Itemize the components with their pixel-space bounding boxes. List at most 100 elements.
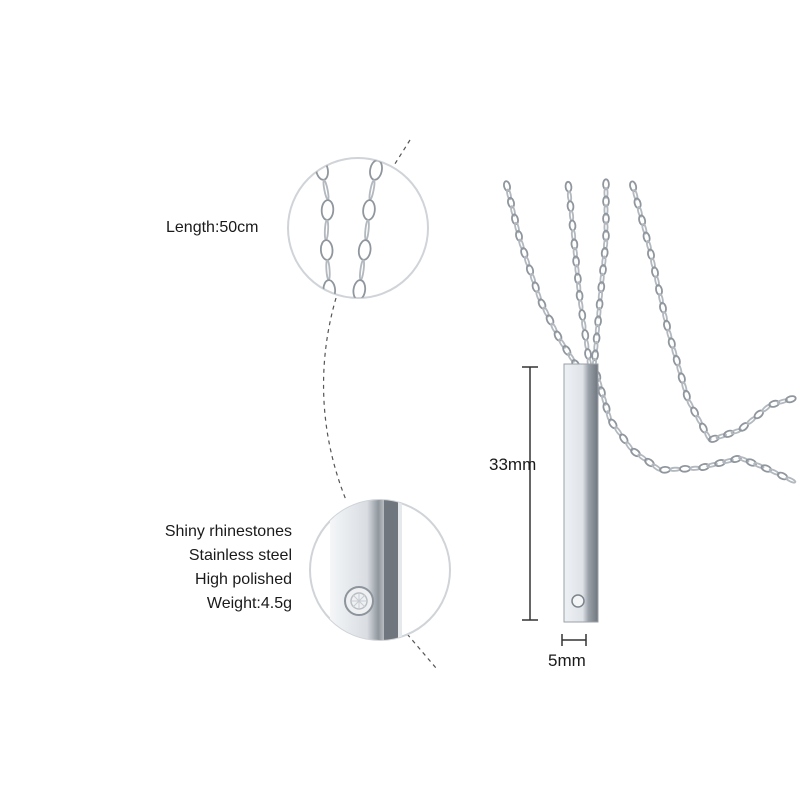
chain-link [525,264,535,276]
chain-link [576,281,582,293]
chain-link [671,346,678,358]
chain-link [603,204,609,216]
width-dimension-label: 5mm [548,651,586,670]
chain-link [645,240,652,252]
chain-link [602,195,610,208]
chain-link [566,200,575,213]
chain-link [514,221,520,234]
chain-link [574,264,580,276]
chain-link [597,289,603,302]
chain-link [599,272,605,285]
chain-link [642,231,651,244]
chain-link [531,281,540,293]
chain-link [602,212,610,225]
chain-link [520,247,529,259]
spec-material: Stainless steel [188,547,292,564]
chain-link [529,272,536,285]
chain-link [768,399,780,408]
chain-link [638,214,647,227]
chain-link [507,196,515,209]
chain-link [785,395,797,404]
chain-link [602,178,610,191]
chain-strand-4 [629,180,797,443]
chain-link [738,456,750,463]
chain-link [601,394,608,406]
chain-link [572,247,578,259]
spec-weight: Weight:4.5g [206,595,292,612]
chain-link [605,410,612,422]
chain-strand-2 [564,180,592,370]
chain-link [706,462,718,468]
chain-link [537,298,547,310]
chain-link [572,255,580,268]
chain-link [558,338,567,349]
chain-link [715,433,727,440]
length-label: Length:50cm [166,219,259,236]
chain-link [510,205,516,217]
height-dimension-label: 33mm [489,455,537,474]
chain-link [550,322,558,334]
chain-link [578,309,587,321]
chain-link [591,349,599,362]
chain-link [603,221,609,234]
chain-link [730,428,742,435]
chain-link [597,281,606,293]
chain-link [753,462,765,469]
width-dimension-line [561,634,587,646]
chain-link [518,238,525,250]
chain-link [600,247,609,259]
chain-link [776,398,789,405]
pendant-bar [563,363,599,623]
chain-strand-1 [503,180,581,370]
chain-link [745,458,757,467]
chain-link [567,352,576,363]
chain-link [714,459,726,467]
height-dimension-line [522,366,538,621]
chain-link [535,290,542,302]
chain-link [641,223,648,235]
necklace-chains [503,178,797,484]
chain-link [545,314,555,326]
leader-line-middle [322,297,347,501]
chain-link [595,298,604,311]
chain-link [708,434,720,443]
chain-link [644,457,655,468]
chain-strand-5 [593,370,797,484]
chain-link [568,209,575,222]
chain-link [603,238,609,251]
chain-link [570,238,579,251]
chain-link [676,363,683,376]
chain-link [503,180,511,192]
chain-link [581,329,590,341]
spec-list: Shiny rhinestones Stainless steel High p… [165,520,292,616]
chain-link [602,229,610,242]
chain-link [636,206,643,218]
chain-link [506,188,512,201]
chain-link [568,219,577,232]
chain-strand-3 [591,178,610,370]
chain-link [603,186,609,199]
chain-link [542,306,550,318]
chain-link [592,332,601,345]
spec-finish: High polished [195,571,292,588]
chain-link [599,264,607,276]
chain-link [352,279,367,298]
chain-link [574,272,582,285]
chain-link [632,189,639,201]
chain-link [785,476,797,484]
chain-link [669,466,681,472]
chain-link [760,464,772,473]
chain-link [553,330,563,342]
pendant-zoom-circle [309,499,451,641]
chain-link [594,323,600,336]
chain-link [593,340,599,353]
chain-link [601,255,607,268]
chain-link [564,180,573,193]
pendant-rhinestone [571,594,585,608]
chain-link [597,386,606,398]
chain-link [681,381,688,393]
chain-link [633,197,642,210]
chain-link [596,306,602,319]
chain-link [679,464,691,473]
